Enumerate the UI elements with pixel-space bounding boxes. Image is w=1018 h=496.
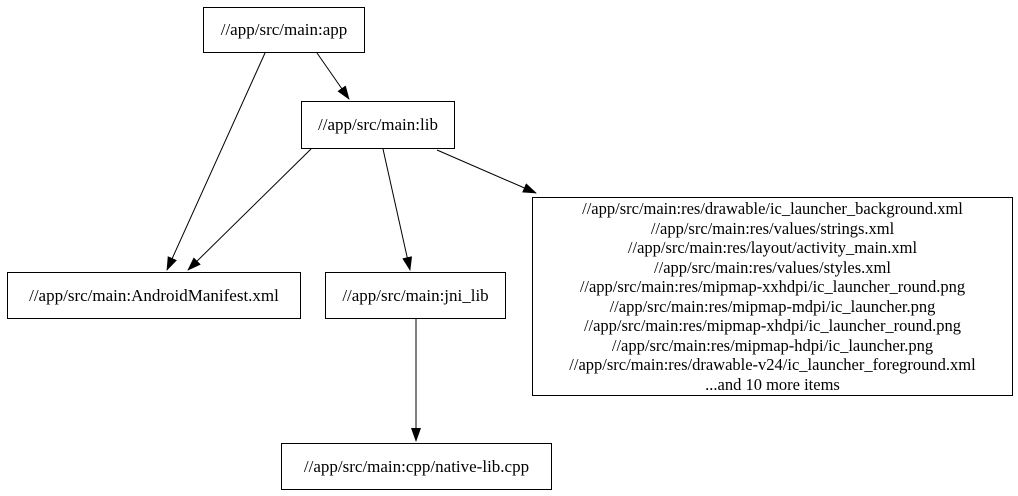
res-group-line: //app/src/main:res/layout/activity_main.…	[627, 238, 918, 257]
res-group-line: //app/src/main:res/mipmap-xhdpi/ic_launc…	[583, 316, 962, 335]
edge-app-to-lib	[316, 52, 350, 100]
edge-lib-to-res-group	[436, 149, 537, 194]
res-group-line: //app/src/main:res/drawable-v24/ic_launc…	[569, 355, 976, 374]
res-group-line: //app/src/main:res/mipmap-mdpi/ic_launch…	[609, 296, 936, 316]
node-android-manifest-label: //app/src/main:AndroidManifest.xml	[29, 285, 279, 305]
node-res-group: //app/src/main:res/drawable/ic_launcher_…	[532, 197, 1013, 396]
node-android-manifest: //app/src/main:AndroidManifest.xml	[7, 272, 301, 319]
node-app: //app/src/main:app	[203, 7, 365, 53]
edge-app-to-manifest	[166, 52, 266, 271]
node-native-lib-label: //app/src/main:cpp/native-lib.cpp	[303, 456, 530, 476]
edge-lib-to-manifest	[187, 148, 312, 271]
node-lib-label: //app/src/main:lib	[318, 115, 438, 134]
node-jni-lib: //app/src/main:jni_lib	[325, 272, 506, 319]
edge-lib-to-jni-lib	[382, 148, 413, 271]
res-group-line: //app/src/main:res/mipmap-xxhdpi/ic_laun…	[579, 277, 966, 296]
res-group-line: //app/src/main:res/mipmap-hdpi/ic_launch…	[611, 335, 934, 355]
res-group-line: //app/src/main:res/drawable/ic_launcher_…	[582, 199, 963, 218]
node-lib: //app/src/main:lib	[301, 101, 455, 149]
node-jni-lib-label: //app/src/main:jni_lib	[342, 285, 489, 305]
res-group-more-items: ...and 10 more items	[705, 374, 840, 394]
res-group-line: //app/src/main:res/values/strings.xml	[650, 218, 895, 238]
node-app-label: //app/src/main:app	[220, 20, 348, 39]
node-native-lib: //app/src/main:cpp/native-lib.cpp	[281, 443, 552, 490]
res-group-line: //app/src/main:res/values/styles.xml	[654, 257, 891, 277]
